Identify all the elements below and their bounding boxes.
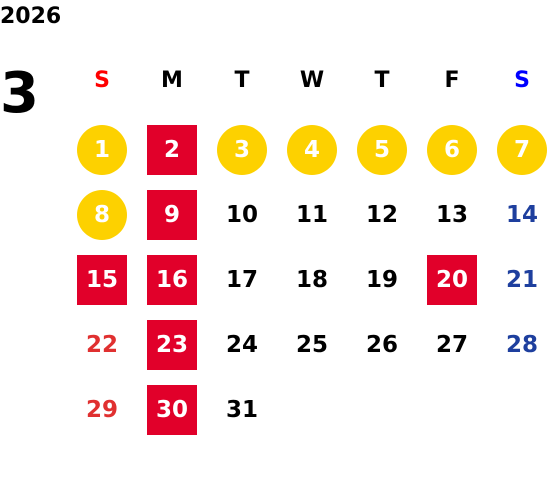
day-cell-13[interactable]: 13 (425, 190, 479, 240)
day-cell-1[interactable]: 1 (75, 125, 129, 175)
day-number: 22 (85, 332, 118, 358)
day-cell-3[interactable]: 3 (215, 125, 269, 175)
day-cell-5[interactable]: 5 (355, 125, 409, 175)
day-number: 8 (93, 202, 110, 228)
day-number: 10 (225, 202, 258, 228)
day-cell-7[interactable]: 7 (495, 125, 548, 175)
day-cell-12[interactable]: 12 (355, 190, 409, 240)
day-number: 28 (505, 332, 538, 358)
day-number: 31 (225, 397, 258, 423)
day-cell-10[interactable]: 10 (215, 190, 269, 240)
day-cell-20[interactable]: 20 (425, 255, 479, 305)
day-number: 9 (163, 202, 180, 228)
day-number: 3 (233, 137, 250, 163)
day-cell-15[interactable]: 15 (75, 255, 129, 305)
day-number: 2 (163, 137, 180, 163)
day-cell-29[interactable]: 29 (75, 385, 129, 435)
day-number: 1 (93, 137, 110, 163)
day-cell-24[interactable]: 24 (215, 320, 269, 370)
day-number: 12 (365, 202, 398, 228)
day-cell-2[interactable]: 2 (145, 125, 199, 175)
day-cell-23[interactable]: 23 (145, 320, 199, 370)
day-number: 24 (225, 332, 258, 358)
weekday-header-thu: T (374, 68, 390, 93)
day-cell-26[interactable]: 26 (355, 320, 409, 370)
day-number: 30 (155, 397, 188, 423)
weekday-header-sat: S (514, 68, 530, 93)
day-number: 19 (365, 267, 398, 293)
day-number: 18 (295, 267, 328, 293)
day-cell-9[interactable]: 9 (145, 190, 199, 240)
day-number: 14 (505, 202, 538, 228)
weekday-header-tue: T (234, 68, 250, 93)
day-cell-21[interactable]: 21 (495, 255, 548, 305)
day-number: 21 (505, 267, 538, 293)
day-number: 23 (155, 332, 188, 358)
day-number: 20 (435, 267, 468, 293)
day-cell-16[interactable]: 16 (145, 255, 199, 305)
day-cell-27[interactable]: 27 (425, 320, 479, 370)
day-number: 25 (295, 332, 328, 358)
day-cell-19[interactable]: 19 (355, 255, 409, 305)
day-number: 7 (513, 137, 530, 163)
day-number: 16 (155, 267, 188, 293)
day-number: 5 (373, 137, 390, 163)
day-cell-14[interactable]: 14 (495, 190, 548, 240)
day-cell-17[interactable]: 17 (215, 255, 269, 305)
day-cell-6[interactable]: 6 (425, 125, 479, 175)
day-number: 15 (85, 267, 118, 293)
weekday-header-wed: W (299, 68, 325, 93)
day-number: 4 (303, 137, 320, 163)
day-cell-4[interactable]: 4 (285, 125, 339, 175)
day-number: 29 (85, 397, 118, 423)
day-cell-11[interactable]: 11 (285, 190, 339, 240)
year-label: 2026 (0, 4, 62, 29)
month-number: 3 (0, 61, 39, 126)
day-cell-31[interactable]: 31 (215, 385, 269, 435)
day-cell-25[interactable]: 25 (285, 320, 339, 370)
day-number: 26 (365, 332, 398, 358)
day-cell-18[interactable]: 18 (285, 255, 339, 305)
day-cell-28[interactable]: 28 (495, 320, 548, 370)
day-cell-8[interactable]: 8 (75, 190, 129, 240)
day-number: 13 (435, 202, 468, 228)
day-number: 27 (435, 332, 468, 358)
day-number: 11 (295, 202, 328, 228)
weekday-header-fri: F (444, 68, 460, 93)
weekday-header-sun: S (94, 68, 110, 93)
day-number: 17 (225, 267, 258, 293)
day-cell-22[interactable]: 22 (75, 320, 129, 370)
day-cell-30[interactable]: 30 (145, 385, 199, 435)
weekday-header-mon: M (161, 68, 183, 93)
day-number: 6 (443, 137, 460, 163)
